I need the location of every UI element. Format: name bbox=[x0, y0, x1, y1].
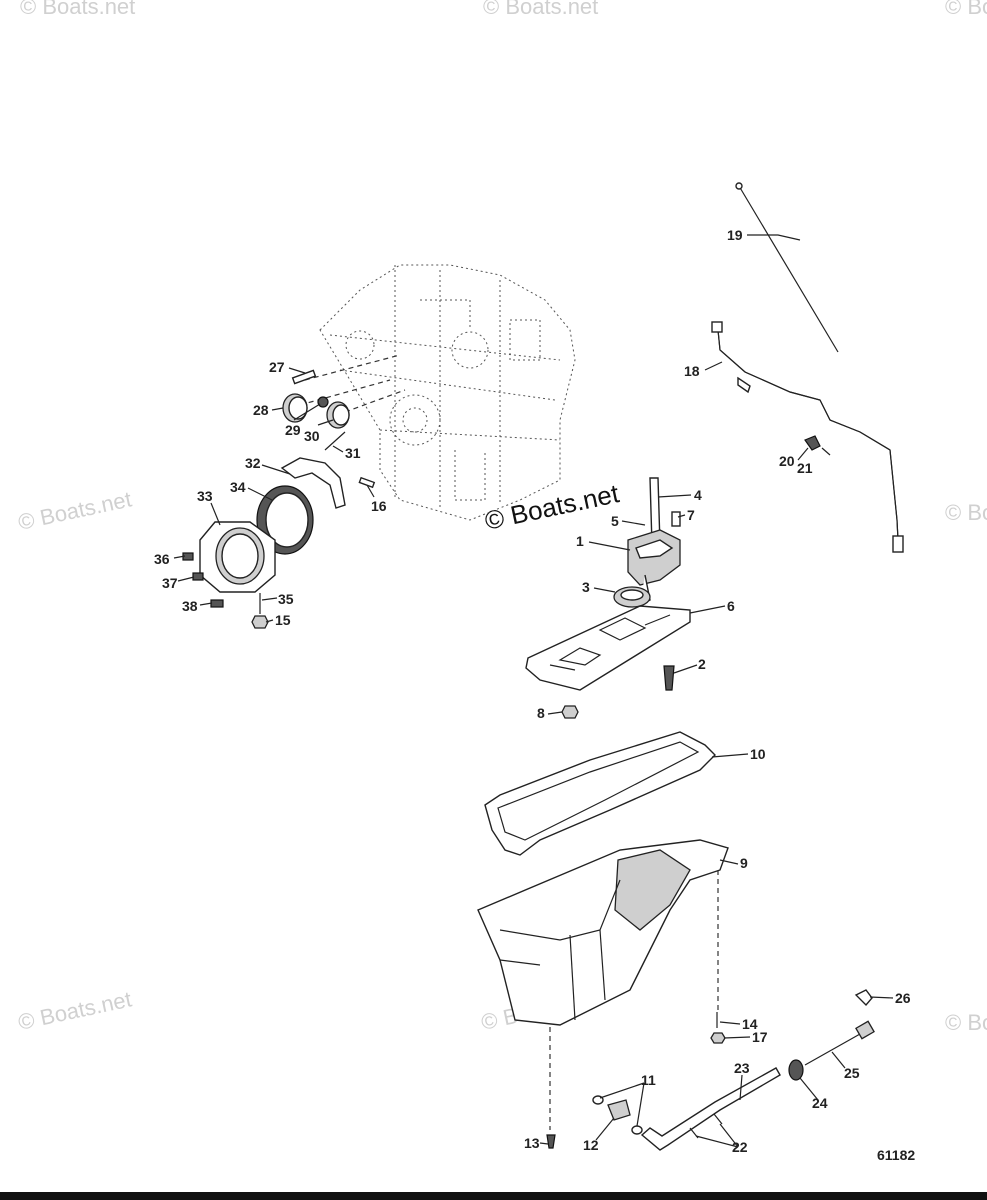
callout-30: 30 bbox=[304, 428, 320, 444]
callout-6: 6 bbox=[727, 598, 735, 614]
callout-25: 25 bbox=[844, 1065, 860, 1081]
callout-19: 19 bbox=[727, 227, 743, 243]
figure-number: 61182 bbox=[877, 1147, 915, 1163]
rear-seal-group bbox=[182, 369, 376, 629]
part-23-hose bbox=[640, 1067, 781, 1151]
watermark-top-center: © Boats.net bbox=[483, 0, 598, 19]
part-38-bolt bbox=[210, 599, 224, 608]
callout-12: 12 bbox=[583, 1137, 599, 1153]
watermark-mid-left: © Boats.net bbox=[16, 486, 134, 534]
part-17-nut bbox=[710, 1032, 726, 1044]
part-18-tube bbox=[717, 329, 899, 541]
callout-37: 37 bbox=[162, 575, 178, 591]
callout-13: 13 bbox=[524, 1135, 540, 1151]
part-7-pin bbox=[671, 511, 681, 527]
oil-pump-group bbox=[525, 477, 691, 719]
drain-hose-group bbox=[592, 989, 875, 1151]
callout-28: 28 bbox=[253, 402, 269, 418]
part-10-gasket bbox=[484, 731, 716, 856]
callout-9: 9 bbox=[740, 855, 748, 871]
callout-10: 10 bbox=[750, 746, 766, 762]
part-37-bolt bbox=[192, 572, 204, 581]
callout-22: 22 bbox=[732, 1139, 748, 1155]
part-2-bolt bbox=[663, 665, 675, 691]
part-13-plug bbox=[546, 1134, 556, 1149]
watermark-top-right: © Boats.net bbox=[945, 0, 987, 19]
part-8-nut bbox=[561, 705, 579, 719]
callout-21: 21 bbox=[797, 460, 813, 476]
callout-31: 31 bbox=[345, 445, 361, 461]
part-11-oring-b bbox=[631, 1125, 643, 1135]
part-21-bolt bbox=[821, 447, 831, 456]
callout-32: 32 bbox=[245, 455, 261, 471]
callout-23: 23 bbox=[734, 1060, 750, 1076]
part-22-clamp-b bbox=[713, 1113, 723, 1125]
callout-36: 36 bbox=[154, 551, 170, 567]
callout-2: 2 bbox=[698, 656, 706, 672]
callout-8: 8 bbox=[537, 705, 545, 721]
part-12-fitting bbox=[607, 1099, 631, 1121]
part-19-dipstick bbox=[738, 185, 839, 353]
callout-17: 17 bbox=[752, 1029, 768, 1045]
watermark-top-left: © Boats.net bbox=[20, 0, 135, 19]
part-20-clip bbox=[804, 435, 821, 451]
part-27-dowel bbox=[291, 369, 317, 385]
engine-block-outline bbox=[319, 264, 576, 521]
part-32-retainer bbox=[280, 457, 346, 509]
callout-4: 4 bbox=[694, 487, 702, 503]
part-16-pin bbox=[358, 476, 376, 489]
watermark-mid-right: © Boats.net bbox=[945, 500, 987, 525]
callout-11: 11 bbox=[641, 1072, 656, 1088]
part-26-oring bbox=[854, 989, 873, 1007]
bottom-border bbox=[0, 1192, 987, 1200]
callout-3: 3 bbox=[582, 579, 590, 595]
part-25-sender bbox=[804, 1033, 861, 1066]
callout-7: 7 bbox=[687, 507, 695, 523]
callout-29: 29 bbox=[285, 422, 301, 438]
part-24-fitting bbox=[788, 1059, 804, 1081]
callout-15: 15 bbox=[275, 612, 291, 628]
part-1-pump bbox=[627, 529, 681, 586]
callout-16: 16 bbox=[371, 498, 387, 514]
callout-14: 14 bbox=[742, 1016, 758, 1032]
watermark-bottom-left: © Boats.net bbox=[16, 986, 134, 1034]
callout-38: 38 bbox=[182, 598, 198, 614]
callout-26: 26 bbox=[895, 990, 911, 1006]
part-5-cover bbox=[635, 539, 674, 559]
part-15-nut bbox=[251, 615, 269, 629]
callout-24: 24 bbox=[812, 1095, 828, 1111]
callout-34: 34 bbox=[230, 479, 246, 495]
leader-lines bbox=[173, 234, 894, 1148]
watermark-group: © Boats.net © Boats.net © Boats.net © Bo… bbox=[16, 0, 987, 1035]
part-31-stud bbox=[324, 431, 346, 451]
callout-33: 33 bbox=[197, 488, 213, 504]
callout-labels: 1 2 3 4 5 6 7 8 9 10 11 12 13 14 15 16 1… bbox=[154, 227, 911, 1155]
oil-pan-group bbox=[477, 731, 729, 1149]
callout-27: 27 bbox=[269, 359, 285, 375]
dipstick-group bbox=[711, 182, 904, 553]
callout-1: 1 bbox=[576, 533, 584, 549]
callout-35: 35 bbox=[278, 591, 294, 607]
watermark-bottom-right: © Boats.net bbox=[945, 1010, 987, 1035]
callout-18: 18 bbox=[684, 363, 700, 379]
part-29-plug bbox=[317, 396, 329, 408]
callout-5: 5 bbox=[611, 513, 619, 529]
callout-20: 20 bbox=[779, 453, 795, 469]
